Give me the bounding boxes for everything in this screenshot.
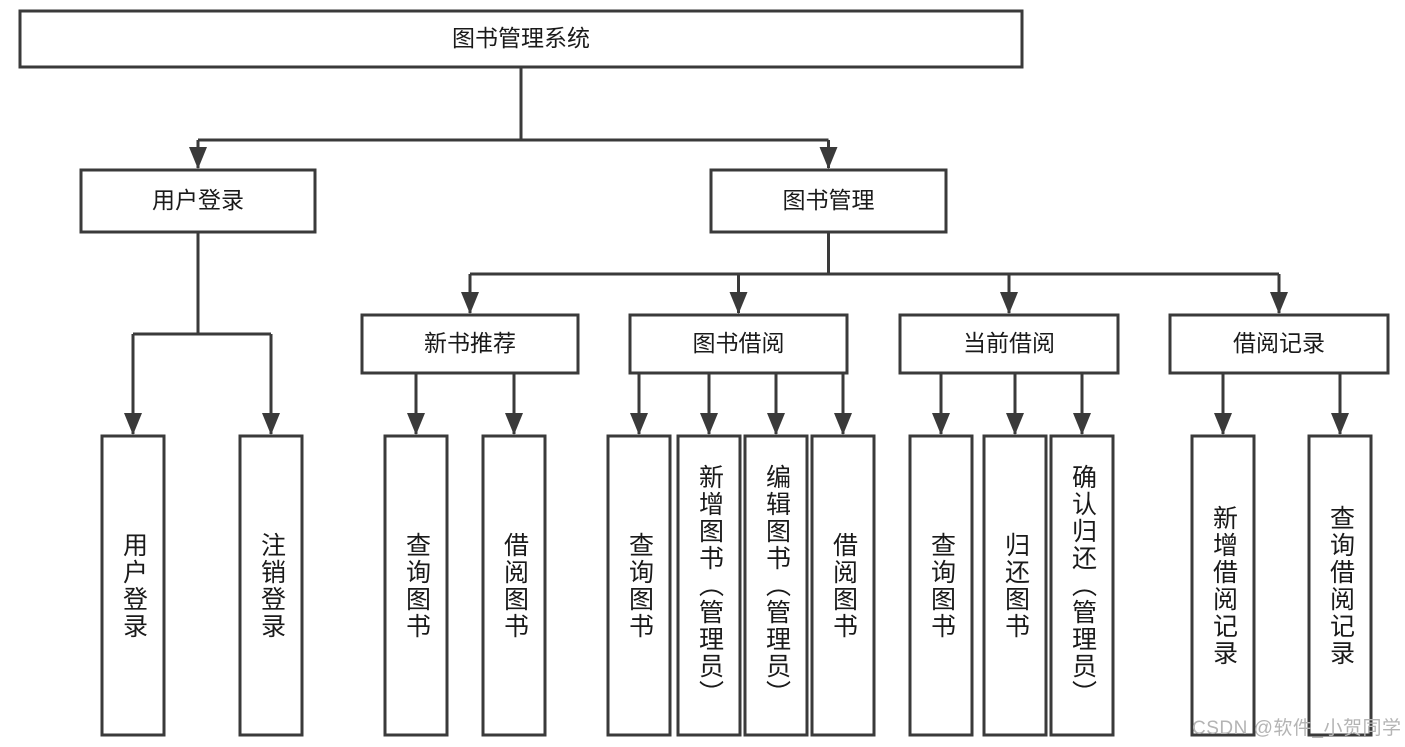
node-leaf-查询图书-4[interactable] xyxy=(606,434,672,737)
node-label-level3-当前借阅: 当前借阅 xyxy=(963,330,1055,356)
node-level2-图书管理[interactable] xyxy=(709,168,948,234)
node-level3-图书借阅[interactable] xyxy=(628,313,849,375)
node-leaf-归还图书-9[interactable] xyxy=(982,434,1048,737)
node-leaf-确认归还管理员-10[interactable] xyxy=(1049,434,1115,737)
node-leaf-编辑图书管理员-6[interactable] xyxy=(743,434,809,737)
node-leaf-新增借阅记录-11[interactable] xyxy=(1190,434,1256,737)
arrow-head-icon-leaf-2 xyxy=(407,413,425,435)
arrow-head-icon-leaf-7 xyxy=(834,413,852,435)
node-leaf-注销登录-1[interactable] xyxy=(238,434,304,737)
arrow-head-icon-借阅记录 xyxy=(1270,292,1288,314)
arrow-head-icon-新书推荐 xyxy=(461,292,479,314)
node-level3-新书推荐[interactable] xyxy=(360,313,580,375)
arrow-head-icon-leaf-10 xyxy=(1073,413,1091,435)
node-level2-用户登录[interactable] xyxy=(79,168,317,234)
node-leaf-查询借阅记录-12[interactable] xyxy=(1307,434,1373,737)
node-label-level3-新书推荐: 新书推荐 xyxy=(424,330,516,356)
arrow-head-icon-leaf-9 xyxy=(1006,413,1024,435)
arrow-head-icon-图书管理 xyxy=(819,147,838,169)
node-label-root: 图书管理系统 xyxy=(452,25,590,51)
arrow-head-icon-图书借阅 xyxy=(729,292,748,314)
node-leaf-借阅图书-3[interactable] xyxy=(481,434,547,737)
arrow-head-icon-当前借阅 xyxy=(1000,292,1018,314)
arrow-head-icon-leaf-12 xyxy=(1331,413,1349,435)
node-leaf-用户登录-0[interactable] xyxy=(100,434,166,737)
arrow-head-icon-leaf-8 xyxy=(932,413,950,435)
node-leaf-新增图书管理员-5[interactable] xyxy=(676,434,742,737)
boxes-layer xyxy=(18,9,1390,737)
node-level3-当前借阅[interactable] xyxy=(898,313,1120,375)
arrow-head-icon-leaf-1 xyxy=(262,413,280,435)
node-level3-借阅记录[interactable] xyxy=(1168,313,1390,375)
node-label-level2-图书管理: 图书管理 xyxy=(783,187,875,213)
node-leaf-查询图书-2[interactable] xyxy=(383,434,449,737)
node-root-图书管理系统[interactable] xyxy=(18,9,1024,69)
arrow-head-icon-leaf-4 xyxy=(630,413,648,435)
arrow-head-icon-leaf-11 xyxy=(1214,413,1232,435)
arrow-head-icon-leaf-3 xyxy=(505,413,523,435)
node-leaf-借阅图书-7[interactable] xyxy=(810,434,876,737)
csdn-watermark: CSDN @软件_小贺同学 xyxy=(1192,718,1402,739)
node-label-level3-借阅记录: 借阅记录 xyxy=(1233,330,1325,356)
node-label-level2-用户登录: 用户登录 xyxy=(152,187,244,213)
arrow-head-icon-leaf-0 xyxy=(124,413,142,435)
arrow-head-icon-用户登录 xyxy=(189,147,207,169)
connectors-layer xyxy=(124,67,1349,435)
node-label-level3-图书借阅: 图书借阅 xyxy=(693,330,785,356)
arrow-head-icon-leaf-5 xyxy=(700,413,718,435)
node-leaf-查询图书-8[interactable] xyxy=(908,434,974,737)
arrow-head-icon-leaf-6 xyxy=(767,413,785,435)
